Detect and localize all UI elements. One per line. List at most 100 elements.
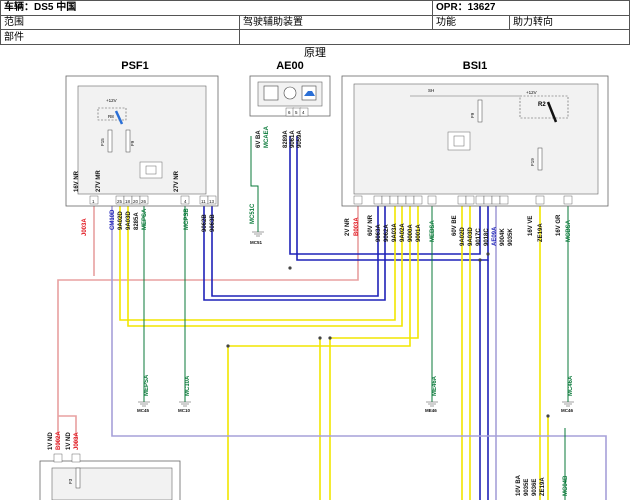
wire-label-9a02d-b: 9A02D xyxy=(460,227,466,246)
wire-label-cm10d: CM10D xyxy=(110,209,116,230)
opr-cell: OPR：13627 xyxy=(432,0,630,16)
wire-label-ae09a: AE09A xyxy=(492,226,498,246)
wire-pink-bsi-left xyxy=(57,204,359,444)
bsi1-16v-ve-label: 16V VE xyxy=(528,216,534,236)
bsi1-title: BSI1 xyxy=(463,60,487,72)
pin-number: 1 xyxy=(92,199,95,204)
wire-label-b002a: B002A xyxy=(56,431,62,450)
bsi1-pin xyxy=(465,195,475,205)
section-title: 原理 xyxy=(304,47,326,59)
wire-label-8289a: 8289A xyxy=(283,130,289,148)
wire-label-mepsa: MEPSA xyxy=(142,208,148,230)
wire-label-mc46a: MC46A xyxy=(568,375,574,396)
bsi1-pin xyxy=(373,195,383,205)
junction-dot xyxy=(288,266,292,270)
wire-label-mcpsb: MCPSB xyxy=(184,208,190,230)
bsi1-pin xyxy=(535,195,545,205)
pin-number: 13 xyxy=(209,199,215,204)
psf1-supply-label: +12V xyxy=(106,98,117,103)
wire-label-9062a: 9062A xyxy=(384,224,390,242)
wire-label-9063b: 9063B xyxy=(210,214,216,232)
low-1v-a-label: 1V ND xyxy=(48,432,54,450)
bsi1-inner xyxy=(353,83,599,195)
lower-inner xyxy=(51,467,173,500)
bsi1-fuse-b xyxy=(537,147,543,171)
low-1v-b-label: 1V ND xyxy=(66,432,72,450)
bsi1-60v-nr-label: 60V NR xyxy=(368,214,374,236)
ae00-title: AE00 xyxy=(276,60,304,72)
wire-label-mcaea: MCAEA xyxy=(264,125,270,148)
psf1-pin xyxy=(207,195,217,205)
bsi1-fuse-a-label: F9 xyxy=(470,112,475,118)
psf1-pin xyxy=(89,195,99,205)
lower-module: F3 xyxy=(39,453,181,500)
ae00-6v-label: 6V BA xyxy=(256,130,262,148)
wire-label-9035e: 9035E xyxy=(524,479,530,496)
wire-yellow-9a03 xyxy=(127,206,403,327)
bsi1-pin xyxy=(483,195,493,205)
pin-number: 18 xyxy=(125,199,131,204)
wire-label-9001a: 9001A xyxy=(416,224,422,242)
wire-label-mepsa-g: MEPSA xyxy=(144,374,150,396)
wire-label-9017c: 9017C xyxy=(476,228,482,246)
wire-label-9a03d-b: 9A03D xyxy=(468,227,474,246)
scope-label-cell: 范围 xyxy=(0,14,240,31)
wire-label-mc04b: MC04B xyxy=(563,475,569,496)
psf1-fuse-b-label: F9 xyxy=(130,140,135,146)
psf1-relay-box xyxy=(97,107,127,121)
psf1-27v-label: 27V MR xyxy=(96,170,102,192)
wire-label-ze19a-low: ZE19A xyxy=(540,477,546,496)
bsi1-pin xyxy=(491,195,501,205)
junction-dot xyxy=(478,258,482,262)
pin-number: 4 xyxy=(302,110,305,115)
bsi1-pin xyxy=(353,195,363,205)
bsi1-2v-label: 2V NR xyxy=(345,218,351,236)
bsi1-pin-row xyxy=(353,195,573,205)
psf1-16v-label: 16V NR xyxy=(74,170,80,192)
pin-number: 4 xyxy=(184,199,187,204)
wire-label-j003a: J003A xyxy=(82,218,88,236)
vehicle-cell: 车辆：DS5 中国 xyxy=(0,0,433,16)
wire-label-b003a: B003A xyxy=(354,217,360,236)
ae00-module: AE00 xyxy=(249,60,331,117)
wire-yellow-9a02 xyxy=(119,206,396,321)
junction-dot xyxy=(546,414,550,418)
bsi1-fuse-b-label: F19 xyxy=(530,158,535,166)
low-10v-label: 10V BA xyxy=(516,474,522,496)
function-value-cell: 助力转向 xyxy=(509,14,630,31)
junction-dot xyxy=(226,344,230,348)
junction-dot xyxy=(318,336,322,340)
ae00-pin xyxy=(299,107,309,117)
wire-label-j003a-low: J003A xyxy=(74,432,80,450)
bsi1-module: BSI1 SH F9 +12V R2 F19 xyxy=(341,60,609,207)
junction-dots xyxy=(226,252,550,418)
pin-number: 20 xyxy=(133,199,139,204)
ground-symbols xyxy=(138,231,574,407)
psf1-27vb-label: 27V NR xyxy=(174,170,180,192)
pin-number: 25 xyxy=(117,199,123,204)
ground-label-me46: ME46 xyxy=(425,408,437,413)
bsi1-relay-label: R2 xyxy=(538,102,546,108)
wire-blue-9062 xyxy=(203,206,386,301)
ground-icon xyxy=(426,401,438,407)
wire-label-9059a: 9059A xyxy=(297,130,303,148)
psf1-relay-label: R8 xyxy=(108,114,114,119)
lower-pin xyxy=(53,453,63,463)
header-table: 车辆：DS5 中国 OPR：13627 范围 驾驶辅助装置 功能 助力转向 部件 xyxy=(0,0,630,45)
bsi1-pin xyxy=(413,195,423,205)
ground-label-mc51: MC51 xyxy=(250,240,263,245)
wire-blue-9063 xyxy=(211,206,379,297)
wire-label-mc10a: MC10A xyxy=(185,375,191,396)
wire-yellow-9001 xyxy=(329,206,419,500)
wire-label-mcbsa: MCBSA xyxy=(566,219,572,242)
lower-fuse-label: F3 xyxy=(68,478,73,484)
wire-label-ze19a: ZE19A xyxy=(538,223,544,242)
psf1-fuse-b xyxy=(125,129,131,153)
bsi1-pin xyxy=(457,195,467,205)
pin-number-layer: 1 25 18 20 26 4 11 13 6 5 4 xyxy=(92,110,305,204)
bsi1-small-label: SH xyxy=(428,88,434,93)
psf1-chip xyxy=(139,161,163,179)
bsi1-chip xyxy=(447,131,471,151)
wire-label-9062b: 9062B xyxy=(202,214,208,232)
wire-layer xyxy=(57,136,607,500)
